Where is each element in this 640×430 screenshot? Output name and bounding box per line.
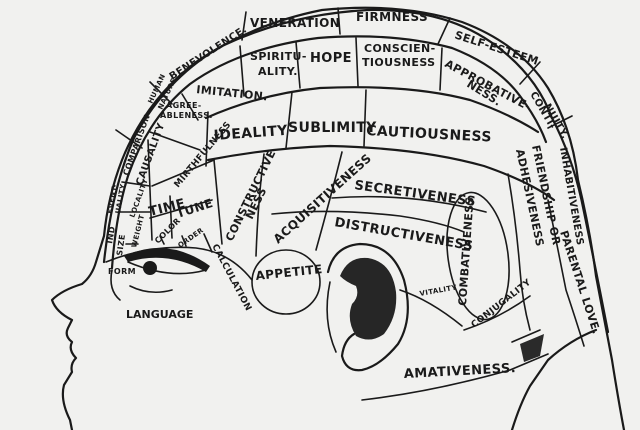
ear-lobe [326,281,337,353]
label-hope: HOPE [310,51,352,66]
label-spirituality-2: ALITY. [258,65,298,78]
divider [255,153,265,257]
divider [115,129,143,149]
ear-inner-shade [340,257,397,340]
divider [511,329,541,343]
label-mirthfulness: MIRTHFULNESS [173,120,234,190]
label-form: FORM [108,267,136,276]
label-conscientiousness-2: TIOUSNESS [362,56,435,69]
label-sublimity: SUBLIMITY [288,120,377,136]
label-individuality: IND [105,226,117,245]
label-language: LANGUAGE [126,308,193,321]
outer-band [102,8,610,334]
label-amativeness: AMATIVENESS. [403,361,516,382]
label-conscientiousness-1: CONSCIEN- [364,42,436,55]
eye-lower [129,285,173,294]
divider [205,111,209,167]
divider [159,235,165,245]
divider [241,11,247,41]
label-benevolence: BENEVOLENCE. [168,24,250,82]
divider [169,195,173,239]
eye-pupil [143,261,157,275]
label-appetite: APPETITE [255,262,323,283]
label-agreeableness-1: AGREE- [166,101,202,110]
label-self-esteem: SELF-ESTEEM [453,28,540,67]
divider [463,295,531,331]
divider [337,7,341,35]
divider [437,17,451,45]
combativeness-outline [446,191,510,321]
appetite-outline [251,249,321,315]
divider [315,151,343,251]
label-spirituality-1: SPIRITU- [250,50,307,63]
divider [519,61,541,85]
divider [121,181,151,187]
label-destructiveness: DISTRUCTIVENESS [333,215,474,254]
divider [439,47,443,91]
divider [203,233,213,253]
divider [149,81,173,105]
divider [355,37,359,87]
divider [239,45,245,97]
divider [147,139,153,241]
divider [285,91,293,149]
divider [149,199,213,219]
label-vitality: VITALITY [419,283,458,298]
label-order: ORDER [177,226,206,249]
label-firmness: FIRMNESS [356,10,428,24]
cheek-line [110,269,121,301]
eye-lid [127,261,207,275]
label-ideality: IDEALITY [213,123,289,144]
divider [547,199,585,347]
divider [507,173,531,331]
label-size: SIZE [115,234,127,257]
divider [149,131,201,151]
label-agreeableness-2: ABLENESS. [160,111,213,120]
eye-lashes [124,248,210,272]
divider [363,89,367,147]
label-cautiousness: CAUTIOUSNESS [366,123,492,146]
neck-outline [510,328,598,430]
divider [213,159,223,245]
inner-band [110,35,548,270]
divider [271,210,465,233]
ear-outline [326,242,409,372]
divider [331,195,487,213]
jaw-line [361,353,549,401]
crown-arc [204,86,540,134]
label-weight: WEIGHT [130,214,146,249]
divider [181,93,199,121]
divider [295,41,301,89]
label-calculation: CALCULATION [209,243,253,313]
main-arc [206,144,556,202]
label-imitation: IMITATION. [196,83,269,103]
label-combativeness: COMBATIVENESS [456,196,477,306]
label-secretiveness: SECRETIVENESS [353,178,476,210]
label-constructiveness-1: CONSTRUCTIVE [223,148,279,244]
divider [151,159,215,187]
label-veneration: VENERATION [250,16,340,30]
divider [181,235,187,247]
divider [547,115,573,129]
shaded-wedge [520,334,544,362]
